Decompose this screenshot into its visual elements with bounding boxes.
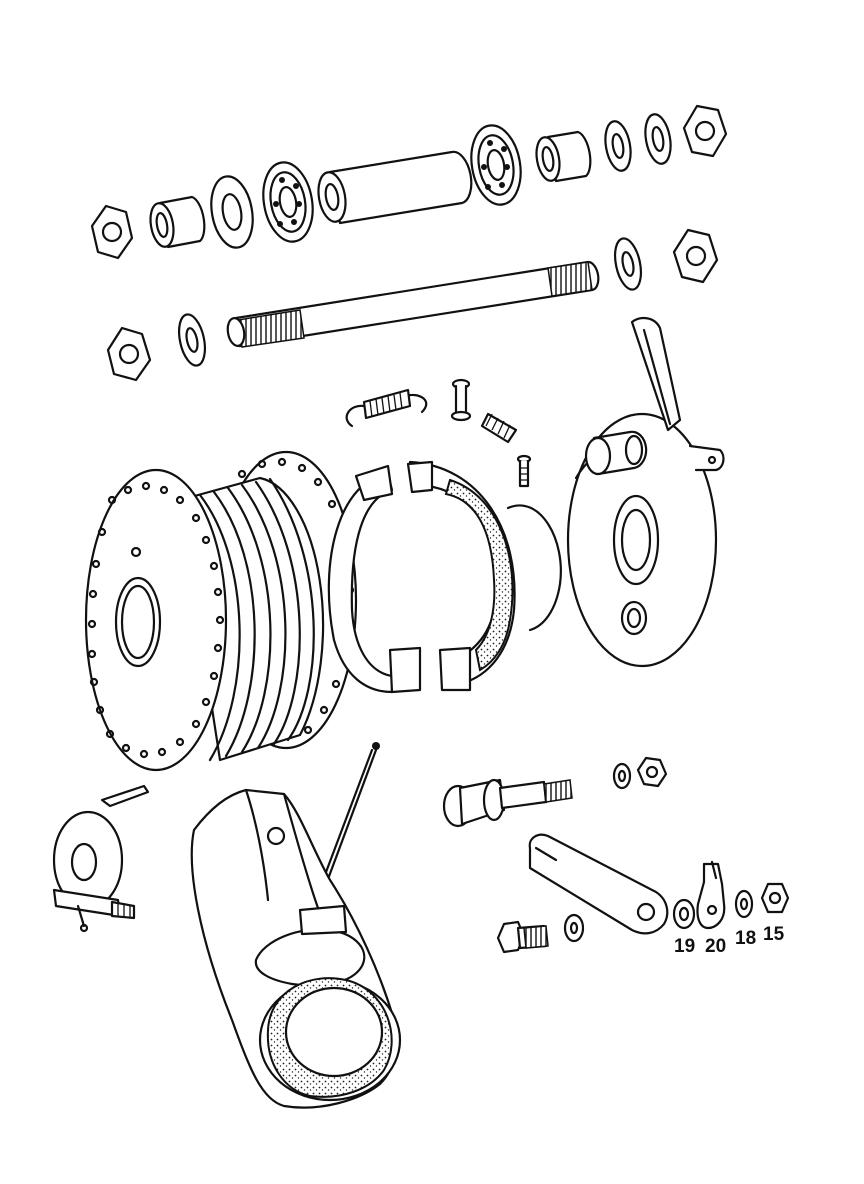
torque-arm (528, 833, 669, 935)
part-label-20: 20 (705, 936, 726, 957)
part-15-nut (760, 882, 790, 914)
small-screw (516, 454, 532, 488)
ball-bearing-right (470, 124, 522, 206)
washer-top-1 (604, 120, 632, 172)
ball-bearing-left (262, 161, 314, 243)
part-18-washer (734, 889, 754, 919)
nut-pivot (636, 756, 668, 788)
threaded-axle (226, 260, 600, 348)
hex-nut-axle-left (106, 326, 152, 382)
torque-arm-bolt (496, 920, 549, 954)
washer-arm-bolt (563, 913, 585, 943)
washer-top-2 (644, 113, 672, 165)
washer-pivot (612, 762, 632, 790)
part-label-19: 19 (674, 936, 695, 957)
spacer-sleeve-left (149, 195, 206, 249)
pivot-bolt (442, 778, 573, 828)
washer-axle-right (613, 237, 643, 291)
brake-shoes (327, 460, 562, 694)
spacer-sleeve-right (535, 130, 592, 183)
hub-cover-strap (190, 788, 402, 1109)
part-label-15: 15 (763, 924, 785, 945)
bearing-stack-row (90, 104, 728, 260)
return-spring (345, 388, 428, 428)
axle-row (106, 228, 719, 382)
speedometer-drive (52, 784, 150, 933)
hex-nut-left (90, 204, 134, 260)
part-19-spacer (672, 898, 696, 930)
part-label-18: 18 (735, 928, 756, 949)
pivot-pin (450, 378, 472, 422)
hex-nut-right (682, 104, 728, 158)
washer-axle-left (177, 313, 207, 367)
brake-backing-plate (566, 316, 725, 668)
center-spacer-tube (317, 150, 473, 225)
small-coil-spring (480, 412, 518, 444)
hub-drum (84, 450, 358, 772)
hex-nut-axle-right (672, 228, 719, 284)
spoke-holes-front (87, 481, 225, 759)
seal-ring-left (210, 175, 254, 249)
part-20-cable-bracket (696, 860, 726, 930)
